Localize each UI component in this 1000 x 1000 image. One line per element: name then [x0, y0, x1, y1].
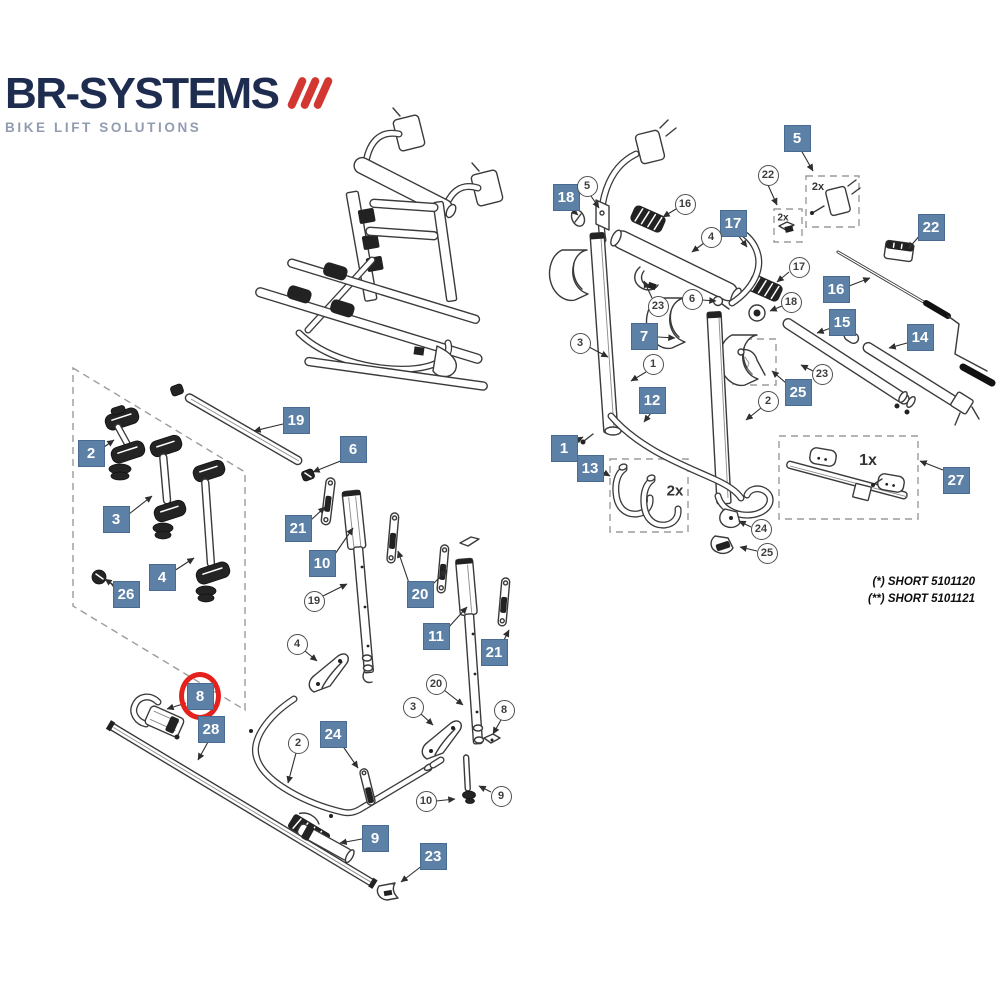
variant-note-short-1: (*) SHORT 5101120 — [872, 576, 975, 588]
assembled-rack-drawing — [255, 107, 504, 391]
leader-lines — [103, 149, 944, 883]
brand-name: BR-SYSTEMS — [5, 69, 280, 118]
dashed-group-boxes — [72, 175, 919, 712]
brand-logo: BR-SYSTEMS BIKE LIFT SOLUTIONS — [5, 69, 335, 135]
variant-notes: (*) SHORT 5101120 (**) SHORT 5101121 — [770, 574, 975, 607]
brand-tagline: BIKE LIFT SOLUTIONS — [5, 120, 202, 135]
bike-carrier-parts-drawing — [91, 383, 315, 603]
logo-slashes-icon — [286, 75, 335, 111]
support-posts-drawing — [105, 477, 511, 901]
exploded-view-drawing — [548, 119, 996, 555]
variant-note-short-2: (**) SHORT 5101121 — [868, 592, 975, 605]
